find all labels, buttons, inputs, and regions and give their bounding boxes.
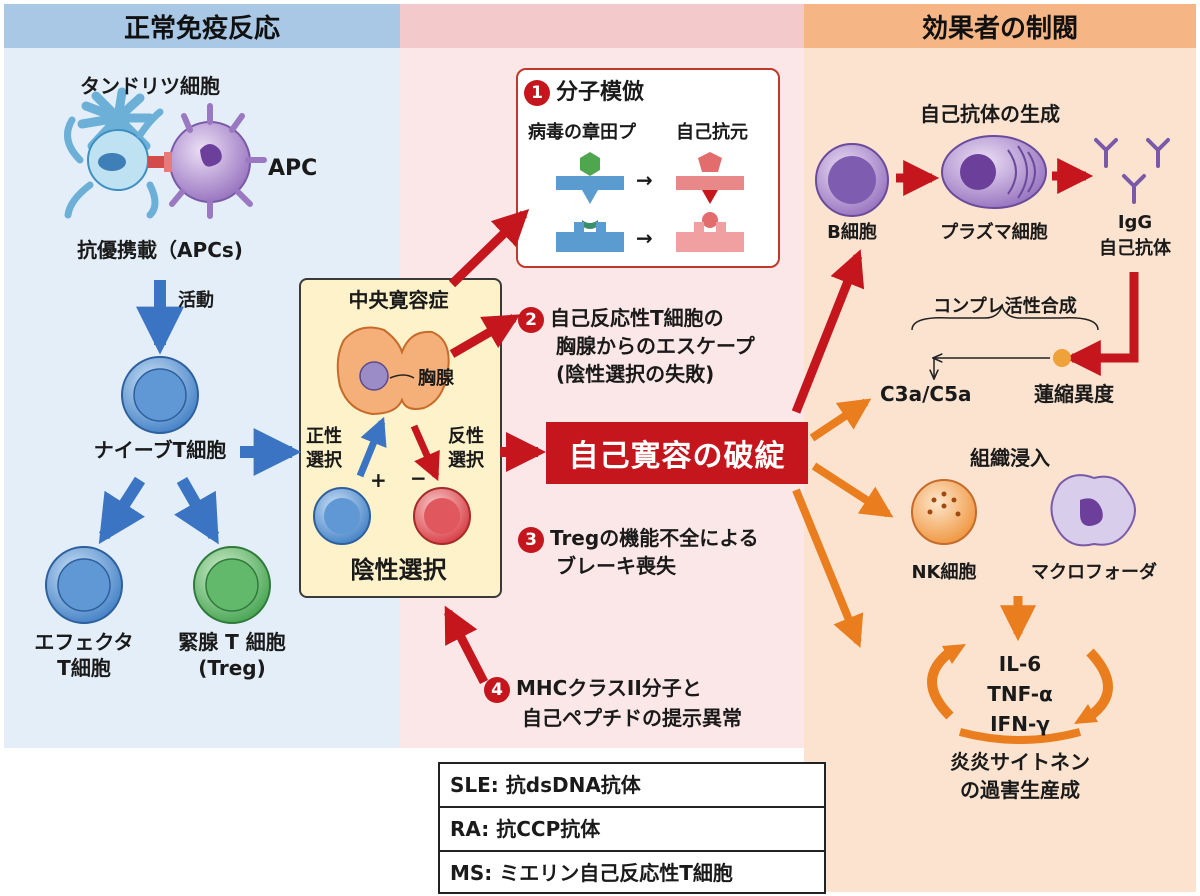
center-header: [400, 4, 804, 48]
thymus-label: 胸腺: [418, 368, 454, 389]
to-treg-arrow: [174, 477, 220, 545]
apc-cell-icon: [148, 103, 267, 219]
mechanism-number-3: 3: [518, 526, 544, 553]
tissue-infiltration-label: 組織浸入: [970, 446, 1050, 470]
legend-sle: SLE: 抗dsDNA抗体: [440, 764, 824, 808]
b-cell-label: B細胞: [827, 222, 877, 243]
mechanism-2-text-1: 自己反応性T細胞の: [550, 306, 724, 330]
mechanism-3-line2: ブレーキ喪失: [556, 554, 676, 578]
mechanism-2-line2: 胸腺からのエスケープ: [556, 334, 755, 358]
left-header: 正常免疫反応: [4, 4, 400, 48]
mechanism-4-text-1: MHCクラスII分子と: [516, 676, 702, 700]
treg-cell-icon: [193, 546, 271, 624]
central-tolerance-box: [299, 278, 502, 598]
mechanism-number-1: 1: [524, 80, 550, 106]
legend-ms: MS: ミエリン自己反応性T細胞: [450, 861, 733, 885]
effector-t-label-1: エフェクタ: [34, 630, 134, 654]
tnf-label: TNF-α: [987, 682, 1053, 706]
negative-selection-title: 陰性選択: [350, 556, 447, 584]
activation-label: 活動: [178, 290, 214, 311]
mhc-arrow: [443, 605, 489, 685]
thymus-icon: [336, 326, 450, 416]
effector-t-cell-icon: [45, 546, 123, 624]
dendritic-cell-label: タンドリツ細胞: [80, 74, 220, 98]
negative-selection-label-2: 選択: [448, 450, 484, 471]
igg-label-1: IgG: [1117, 212, 1153, 233]
ifn-label: IFN-γ: [990, 712, 1050, 736]
to-effector-arrow: [98, 476, 146, 545]
plasma-cell-icon: [941, 135, 1047, 209]
naive-t-label: ナイーブT細胞: [93, 438, 227, 462]
mimicry-arrow-2: →: [636, 226, 653, 250]
tolerance-breakdown-box: 自己寛容の破綻: [546, 422, 808, 484]
igg-label-2: 自己抗体: [1099, 238, 1171, 259]
viral-epitope-label: 病毒の章田プ: [528, 122, 636, 143]
immune-complex-label: 蓮縮異度: [1034, 382, 1114, 406]
naive-t-cell-icon: [121, 356, 199, 434]
complement-label: コンプレ活性合成: [933, 296, 1077, 317]
b-cell-icon: [815, 143, 889, 217]
mechanism-number-2: 2: [518, 306, 544, 333]
dendritic-cell-icon: [64, 87, 164, 219]
legend-ra: RA: 抗CCP抗体: [440, 808, 824, 852]
positive-selected-cell-icon: [313, 487, 371, 545]
minus-sign: −: [410, 466, 427, 490]
plus-sign: +: [370, 468, 387, 492]
nk-cell-label: NK細胞: [911, 562, 977, 583]
self-antigen-label: 自己抗元: [676, 122, 748, 143]
macrophage-label: マクロフォーダ: [1031, 562, 1157, 583]
negative-selected-cell-icon: [413, 487, 471, 545]
mechanism-4-line2: 自己ペプチドの提示異常: [522, 706, 742, 730]
to-mimicry-arrow: [448, 208, 530, 288]
effector-t-label-2: T細胞: [57, 656, 111, 680]
positive-selection-label-1: 正性: [306, 426, 342, 447]
treg-label-2: (Treg): [198, 656, 266, 680]
to-escape-arrow: [449, 314, 521, 358]
positive-selection-label-2: 選択: [306, 450, 342, 471]
nk-cell-icon: [911, 479, 977, 545]
igg-antibody-icon: [1094, 138, 1170, 204]
mechanism-3-text-1: Tregの機能不全による: [550, 526, 759, 550]
apc-label: APC: [268, 156, 318, 181]
mechanism-number-4: 4: [484, 676, 510, 703]
mimicry-graphic: [556, 152, 744, 252]
treg-label-1: 緊腺 T 細胞: [178, 630, 286, 654]
autoantibody-title: 自己抗体の生成: [920, 102, 1060, 126]
mimicry-arrow-1: →: [636, 168, 653, 192]
c3a-c5a-label: C3a/C5a: [880, 382, 972, 406]
cytokine-label-2: の過害生産成: [960, 778, 1080, 802]
negative-selection-label-1: 反性: [448, 426, 484, 447]
disease-legend: SLE: 抗dsDNA抗体 RA: 抗CCP抗体 MS: ミエリン自己反応性T細…: [438, 762, 826, 894]
central-tolerance-title: 中央寛容症: [348, 288, 449, 312]
plasma-cell-label: プラズマ細胞: [940, 222, 1048, 243]
to-autoantibody-arrow: [791, 249, 865, 414]
macrophage-icon: [1050, 474, 1136, 547]
il6-label: IL-6: [998, 652, 1042, 676]
mimicry-title-text: 分子模倣: [556, 80, 645, 105]
mechanism-2-line3: (陰性選択の失敗): [556, 362, 715, 386]
antigen-presentation-label: 抗優携載（APCs): [77, 238, 243, 262]
right-header: 効果者の制閥: [804, 4, 1196, 48]
cytokine-label-1: 炎炎サイトネン: [950, 750, 1090, 774]
